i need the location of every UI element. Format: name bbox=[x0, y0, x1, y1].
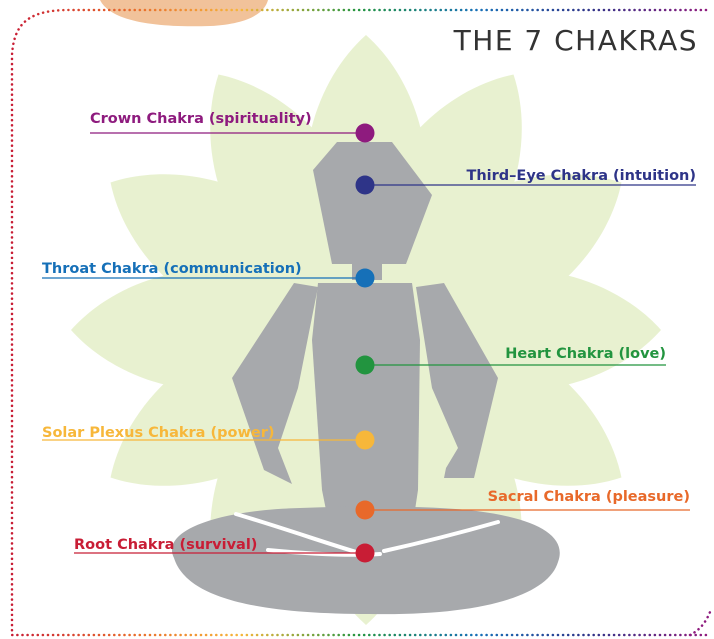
sacral-chakra-label: Sacral Chakra (pleasure) bbox=[488, 488, 690, 506]
third-eye-chakra-label: Third–Eye Chakra (intuition) bbox=[466, 167, 696, 185]
sacral-chakra-dot bbox=[356, 501, 375, 520]
figure-torso bbox=[312, 283, 420, 530]
solar-plexus-chakra-label: Solar Plexus Chakra (power) bbox=[42, 424, 275, 442]
root-chakra-dot bbox=[356, 544, 375, 563]
third-eye-chakra-dot bbox=[356, 176, 375, 195]
hand-icon bbox=[100, 0, 268, 26]
heart-chakra-dot bbox=[356, 356, 375, 375]
heart-chakra-label: Heart Chakra (love) bbox=[505, 345, 666, 363]
root-chakra-label: Root Chakra (survival) bbox=[74, 536, 257, 554]
throat-chakra-label: Throat Chakra (communication) bbox=[42, 260, 302, 278]
border-curl bbox=[690, 612, 710, 635]
throat-chakra-dot bbox=[356, 269, 375, 288]
solar-plexus-chakra-dot bbox=[356, 431, 375, 450]
page-title: THE 7 CHAKRAS bbox=[454, 24, 698, 57]
crown-chakra-label: Crown Chakra (spirituality) bbox=[90, 110, 312, 128]
crown-chakra-dot bbox=[356, 124, 375, 143]
